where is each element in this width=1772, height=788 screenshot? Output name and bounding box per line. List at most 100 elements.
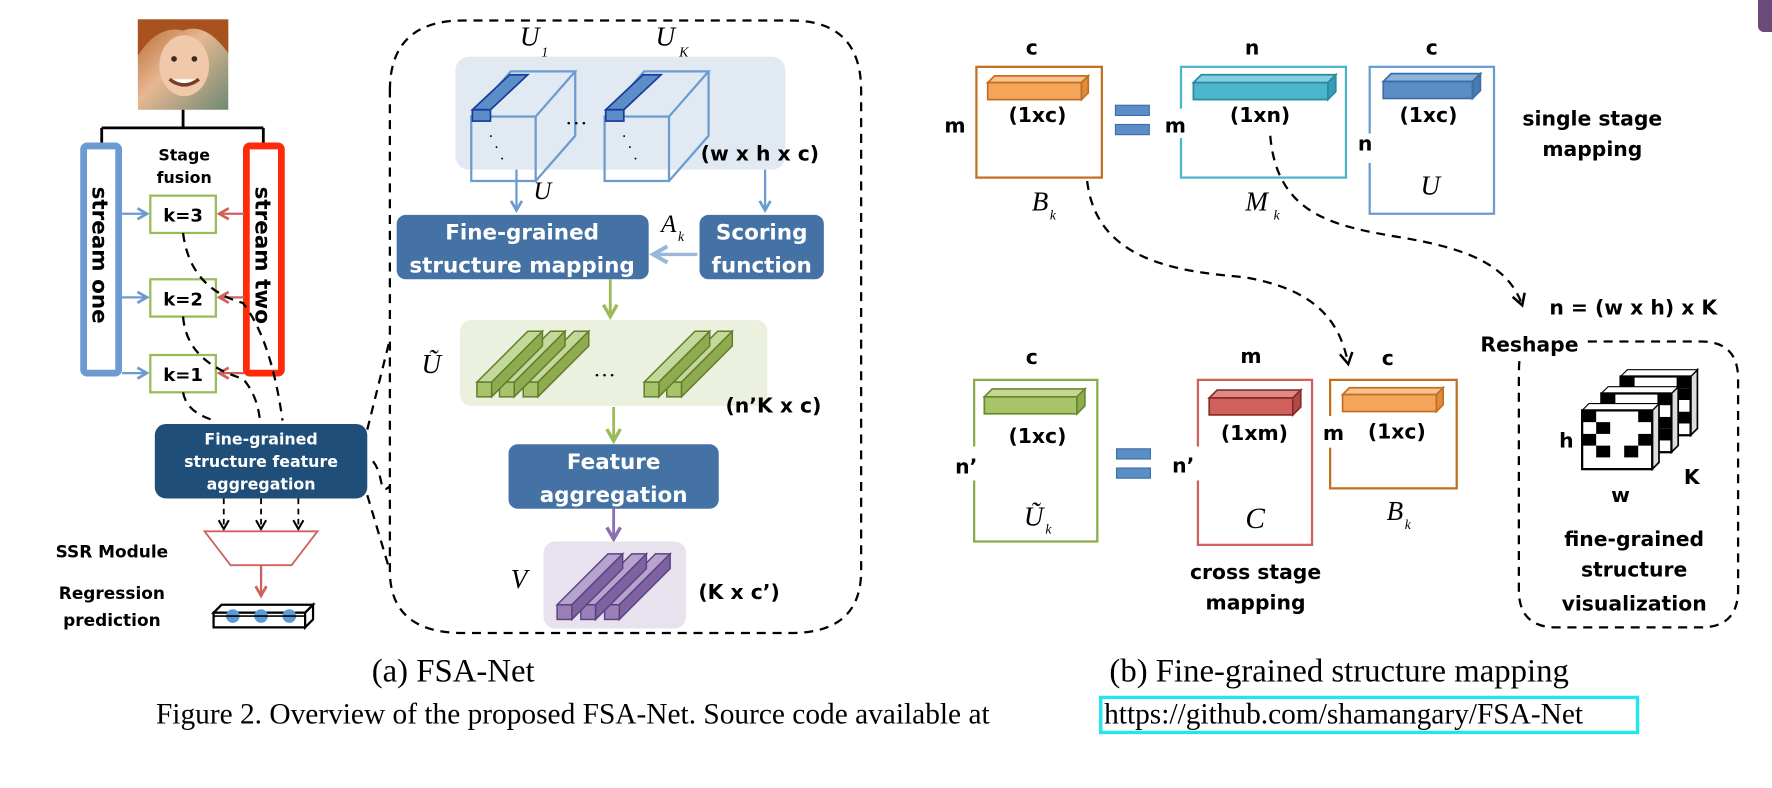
uk-column [603, 73, 664, 122]
u-tilde-column [642, 329, 712, 399]
svg-text:n’: n’ [1172, 454, 1194, 478]
svg-text:Scoring: Scoring [716, 221, 808, 246]
stream-two-arrows [216, 207, 245, 380]
matrix-u: (1xc) c n U [1358, 35, 1496, 215]
svg-text:Feature: Feature [567, 450, 661, 475]
svg-text:n: n [1358, 131, 1372, 155]
v-label: V [511, 564, 531, 594]
stream-two-label: stream two [249, 187, 274, 324]
svg-text:k=3: k=3 [163, 206, 203, 227]
u-tilde-columns [475, 329, 735, 399]
svg-text:function: function [712, 254, 812, 279]
svg-text:c: c [1026, 35, 1038, 59]
svg-text:m: m [1165, 113, 1186, 137]
svg-text:(1xm): (1xm) [1221, 421, 1288, 445]
uk-label: U [655, 21, 677, 51]
svg-text:U: U [1421, 171, 1443, 201]
agg-to-ssr-arrows [217, 498, 305, 532]
panel-a: stream one stream two Stage fusion k=3 k… [56, 19, 863, 690]
svg-text:B: B [1387, 496, 1404, 526]
kc-dims: (K x c’) [698, 580, 779, 604]
whc-dims: (w x h x c) [701, 142, 819, 166]
feature-aggregation-box: Feature aggregation [508, 444, 719, 509]
equals-sign-top [1114, 104, 1150, 136]
u-tilde-column [475, 329, 545, 399]
fsa-detail-dashed-container [372, 19, 863, 635]
v-column [555, 552, 625, 622]
svg-text:aggregation: aggregation [540, 483, 688, 508]
u-tilde-ellipsis: … [593, 356, 616, 381]
svg-text:(1xc): (1xc) [1008, 103, 1066, 127]
svg-text:·: · [622, 128, 627, 145]
svg-text:(1xc): (1xc) [1008, 424, 1066, 448]
svg-text:C: C [1245, 503, 1265, 535]
svg-text:n: n [1245, 35, 1259, 59]
viz-caption-3: visualization [1562, 591, 1707, 615]
panel-b: (1xc) c m B k (1xn) n m M k [944, 35, 1740, 690]
u1-column [470, 73, 530, 122]
bk-to-cross-stage-curve [1086, 180, 1354, 367]
viz-caption-1: fine-grained [1564, 527, 1704, 551]
stage-fusion-label-2: fusion [157, 168, 212, 187]
equals-sign-bottom [1115, 448, 1152, 479]
ssr-module-label: SSR Module [56, 541, 169, 561]
svg-text:m: m [1240, 344, 1261, 368]
v-columns [555, 552, 672, 622]
viz-w-label: w [1611, 483, 1630, 507]
source-link-box [1099, 695, 1640, 735]
cross-stage-label-2: mapping [1206, 590, 1306, 614]
stage-fusion-label-1: Stage [158, 146, 210, 165]
u1-subscript: 1 [541, 45, 548, 60]
stage-dashed-links [181, 232, 284, 422]
svg-text:(1xc): (1xc) [1400, 103, 1458, 127]
cube-ellipsis: … [565, 104, 588, 129]
zoom-link-lines [366, 338, 391, 572]
reshape-label: Reshape [1480, 333, 1578, 357]
corner-tab [1758, 0, 1772, 32]
structure-visualization-icon [1580, 367, 1699, 472]
caption-b: (b) Fine-grained structure mapping [1109, 654, 1569, 690]
svg-text:k: k [1050, 207, 1057, 222]
matrix-bk-bottom: (1xc) c m B k [1322, 346, 1458, 532]
svg-text:structure feature: structure feature [184, 452, 338, 471]
svg-text:Ũ: Ũ [1024, 502, 1046, 532]
svg-text:n’: n’ [955, 455, 977, 479]
source-code-link[interactable]: https://github.com/shamangary/FSA-Net [1104, 698, 1583, 730]
svg-text:c: c [1026, 345, 1038, 369]
svg-text:k=2: k=2 [163, 289, 203, 310]
ssr-module-shape [202, 530, 320, 567]
svg-text:k: k [1274, 207, 1281, 222]
matrix-mk: (1xn) n m M k [1165, 35, 1348, 222]
matrix-uk-tilde: (1xc) c n’ Ũ k [955, 345, 1099, 543]
svg-text:Fine-grained: Fine-grained [204, 429, 317, 448]
mk-to-reshape-curve [1269, 135, 1526, 308]
svg-text:·: · [500, 151, 505, 168]
svg-text:(1xc): (1xc) [1368, 420, 1426, 444]
regression-label-2: prediction [63, 610, 161, 630]
svg-text:·: · [494, 140, 499, 157]
svg-text:k=1: k=1 [163, 365, 203, 386]
svg-text:aggregation: aggregation [207, 474, 316, 493]
viz-k-label: K [1684, 465, 1701, 489]
matrix-bk-top: (1xc) c m B k [944, 35, 1103, 222]
ak-subscript: k [678, 229, 685, 244]
single-stage-label-2: mapping [1542, 137, 1642, 161]
svg-text:B: B [1032, 186, 1049, 216]
regression-output-icon [210, 602, 316, 631]
single-stage-label-1: single stage [1522, 107, 1662, 131]
stream-two-box [242, 142, 285, 377]
svg-text:(1xn): (1xn) [1230, 103, 1290, 127]
u1-label: U [520, 21, 542, 51]
scoring-function-box: Scoring function [699, 214, 824, 280]
svg-text:·: · [633, 151, 638, 168]
nkc-dims: (n’K x c) [726, 394, 822, 418]
svg-text:k: k [1405, 517, 1412, 532]
u1-dots: · [488, 128, 493, 145]
matrix-c: (1xm) m n’ C [1172, 344, 1314, 546]
stream-one-box [80, 142, 123, 377]
viz-h-label: h [1559, 429, 1573, 453]
u-tilde-label: Ũ [422, 349, 444, 379]
ak-label: A [659, 211, 677, 238]
u-label: U [533, 178, 553, 205]
